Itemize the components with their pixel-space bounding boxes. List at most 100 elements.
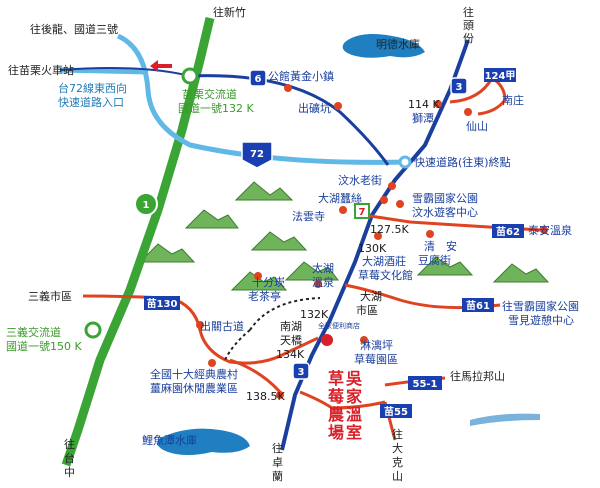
attraction-markers (196, 84, 548, 399)
label-to-taizhong-3: 中 (64, 466, 75, 479)
svg-text:苗62: 苗62 (496, 225, 520, 238)
label-sanyi-ic-km: 國道一號150 K (6, 339, 82, 353)
prov72-sign: 72 (241, 141, 273, 169)
chuguan-trail-path (224, 329, 251, 361)
svg-text:3: 3 (456, 82, 463, 93)
label-tai72-entrance: 快速道路入口 (58, 95, 124, 109)
nat3-bottom-sign: 3 (292, 362, 310, 380)
label-to-toufen-1: 往 (463, 5, 474, 19)
family-mart-icon (321, 334, 333, 346)
label-xianshan: 仙山 (466, 120, 488, 133)
miao551-sign: 55-1 (408, 376, 442, 390)
label-farm-village-2: 薑麻園休閒農業區 (150, 381, 238, 395)
label-shifen: 十分崁 (252, 275, 285, 289)
label-to-dake-4: 山 (392, 470, 403, 483)
label-nanhu-2: 天橋 (280, 333, 302, 347)
label-to-dake-2: 大 (392, 441, 403, 455)
label-km134: 134K (276, 348, 305, 361)
label-fayunsi: 法雲寺 (292, 209, 325, 223)
farm-name-char: 草 (328, 369, 344, 388)
label-to-taizhong-1: 往 (64, 437, 75, 451)
tai72-expressway-road (116, 33, 406, 165)
label-to-taizhong-2: 台 (64, 451, 75, 465)
label-dahu-spring-2: 溫泉 (312, 275, 334, 289)
label-dahu-winery: 大湖酒莊 (362, 254, 406, 268)
label-old-teahouse: 老茶亭 (248, 289, 281, 303)
sanyi-interchange-node (84, 321, 102, 339)
label-wenshui-center: 汶水遊客中心 (412, 205, 478, 219)
svg-text:3: 3 (298, 367, 305, 378)
expressway-end-node (398, 155, 412, 169)
tai72-to-station-road (59, 67, 149, 75)
label-to-miaoli-station: 往苗栗火車站 (8, 63, 74, 77)
svg-text:苗55: 苗55 (384, 405, 408, 418)
label-taian-spring: 泰安溫泉 (528, 223, 572, 237)
shifen-trail-path (249, 297, 321, 331)
nat3-top-sign: 3 (450, 77, 468, 95)
label-km130: 130K (358, 242, 387, 255)
miao124-sign: 124甲 (484, 68, 516, 82)
svg-text:7: 7 (359, 207, 366, 218)
farm-name-char: 室 (346, 423, 362, 442)
label-sanyi-ic: 三義交流道 (6, 325, 61, 339)
label-farm-village-1: 全國十大經典農村 (150, 367, 238, 381)
freeway-6-road (189, 74, 390, 166)
label-to-houlong: 往後龍、國道三號 (30, 22, 118, 36)
convenience-store-icon: 7 (354, 203, 370, 219)
label-nanhu-1: 南湖 (280, 320, 302, 333)
svg-text:苗61: 苗61 (466, 299, 490, 312)
label-expressway-end: 快速道路(往東)終點 (414, 155, 511, 169)
label-gongguan: 公館黃金小鎮 (268, 69, 334, 83)
label-to-toufen-2: 頭 (463, 19, 474, 32)
label-linlu-1: 淋漓坪 (360, 338, 393, 352)
farm-name-char: 吳 (345, 369, 363, 388)
label-guanwu-center: 雪見遊憩中心 (508, 313, 574, 327)
farm-name-char: 農 (328, 405, 345, 424)
direction-arrow (150, 60, 172, 72)
label-to-xinzhu: 往新竹 (213, 5, 246, 19)
farm-name-char: 莓 (328, 387, 344, 406)
label-qingan: 清 安 (424, 239, 457, 253)
label-xueba-park: 雪霸國家公園 (412, 191, 478, 205)
label-km114: 114 K (408, 98, 440, 111)
label-km1275: 127.5K (370, 223, 409, 236)
label-miaoli-ic-km: 國道一號132 K (178, 101, 254, 115)
liyu-reservoir-water (157, 428, 250, 455)
label-strawberry-hall: 草莓文化館 (358, 268, 413, 282)
label-store: 全家便利商店 (318, 321, 360, 330)
svg-text:124甲: 124甲 (485, 70, 516, 82)
label-km1385: 138.5K (246, 390, 285, 403)
svg-text:55-1: 55-1 (412, 379, 437, 390)
taian-river-water (470, 413, 540, 426)
miaoli-interchange-node (181, 67, 199, 85)
miao130-sign: 苗130 (144, 296, 180, 310)
label-to-dake-1: 往 (392, 427, 403, 441)
label-dahu-spring-1: 太湖 (312, 262, 334, 275)
label-chukuangkeng: 出礦坑 (298, 101, 331, 115)
label-sanyi-town: 三義市區 (28, 289, 72, 303)
nat6-sign: 6 (249, 69, 267, 87)
label-tofu-street: 豆腐街 (418, 253, 451, 267)
label-miaoli-ic: 苗栗交流道 (182, 87, 237, 101)
connector-north-road (59, 67, 191, 77)
svg-text:苗130: 苗130 (147, 297, 178, 310)
miao62-sign: 苗62 (492, 224, 524, 238)
label-to-zhuolan-1: 往 (272, 441, 283, 455)
farm-name-char: 溫 (346, 405, 362, 424)
label-dahu-silk: 大湖蠶絲 (318, 191, 362, 205)
miao55-sign: 苗55 (380, 404, 412, 418)
label-mingde-reservoir: 明德水庫 (376, 37, 420, 51)
farm-name-char: 場 (328, 423, 344, 442)
svg-text:6: 6 (255, 74, 262, 85)
label-linlu-2: 草莓園區 (354, 353, 398, 366)
svg-text:1: 1 (143, 200, 150, 211)
mountains (138, 181, 550, 291)
label-to-malabang: 往馬拉邦山 (450, 369, 505, 383)
provincial-roads (82, 75, 541, 441)
label-chuguan-road: 出關古道 (200, 319, 244, 333)
label-tai72-west: 台72線東西向 (58, 81, 127, 95)
label-shitan: 獅潭 (412, 111, 434, 125)
svg-text:72: 72 (250, 149, 264, 160)
label-dahu-town-2: 市區 (356, 303, 378, 317)
